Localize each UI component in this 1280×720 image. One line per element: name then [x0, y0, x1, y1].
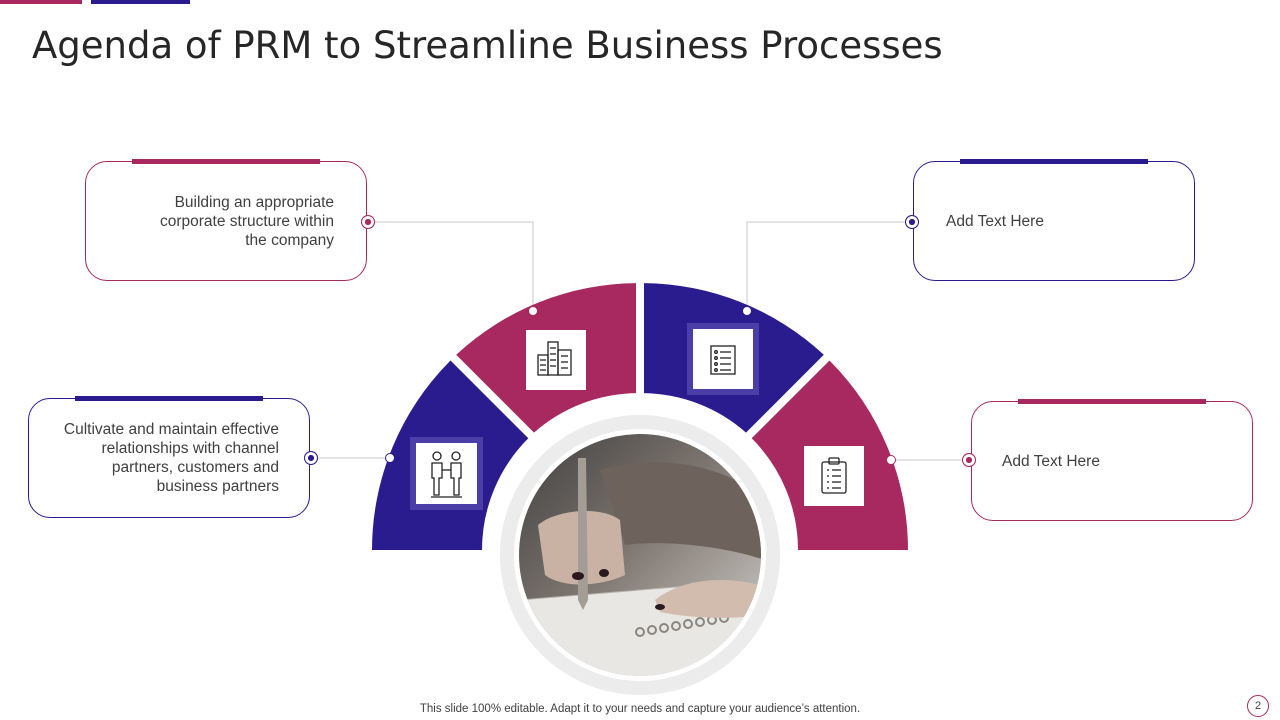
card-2-dot: [304, 451, 318, 465]
card-4-accent: [1018, 399, 1206, 404]
buildings-icon-box: [526, 330, 586, 390]
page-number: 2: [1247, 695, 1269, 717]
card-4-text[interactable]: Add Text Here: [1002, 453, 1100, 470]
slide-title: Agenda of PRM to Streamline Business Pro…: [32, 24, 943, 67]
clipboard-icon-box: [804, 446, 864, 506]
card-3-dot: [905, 215, 919, 229]
card-1-accent: [132, 159, 320, 164]
checklist-icon-box: [687, 323, 759, 395]
footer-note: This slide 100% editable. Adapt it to yo…: [419, 703, 861, 715]
ring-dot-3: [742, 306, 752, 316]
card-2-accent: [75, 396, 263, 401]
ring-dot-4: [886, 455, 896, 465]
connector-line-1: [369, 221, 534, 310]
agenda-card-1[interactable]: Building an appropriate corporate struct…: [85, 159, 367, 281]
buildings-icon: [537, 341, 572, 376]
connector-line-3: [746, 221, 911, 310]
ring-dot-1: [528, 306, 538, 316]
card-1-dot: [361, 215, 375, 229]
top-accent-magenta: [0, 0, 82, 4]
agenda-card-3[interactable]: Add Text Here: [913, 159, 1195, 281]
agenda-card-2[interactable]: Cultivate and maintain effective relatio…: [28, 396, 310, 518]
top-accent-indigo: [91, 0, 190, 4]
ring-dot-2: [385, 453, 395, 463]
agenda-card-4[interactable]: Add Text Here: [971, 399, 1253, 521]
card-1-text[interactable]: Building an appropriate corporate struct…: [159, 194, 334, 249]
hand-writing-photo: [519, 434, 761, 676]
card-3-accent: [960, 159, 1148, 164]
clipboard-icon: [821, 457, 847, 494]
handshake-icon-box: [410, 437, 483, 510]
checklist-icon: [710, 345, 736, 375]
card-2-text[interactable]: Cultivate and maintain effective relatio…: [63, 421, 279, 495]
card-3-text[interactable]: Add Text Here: [946, 213, 1044, 230]
handshake-icon: [431, 451, 462, 498]
card-4-dot: [962, 453, 976, 467]
